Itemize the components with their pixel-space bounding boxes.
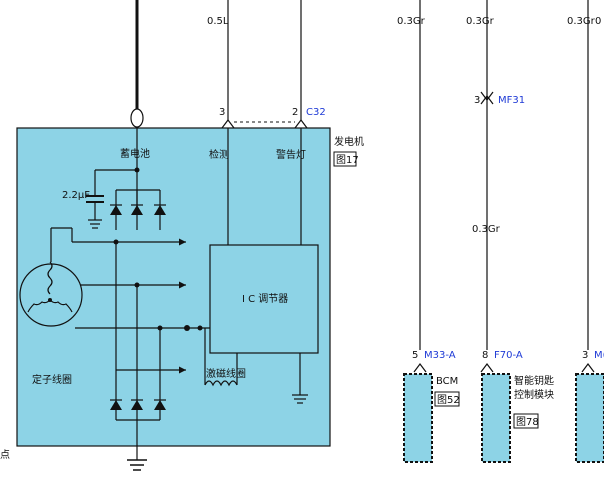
wire-label-bcm: 0.3Gr — [397, 16, 426, 27]
pin-2-chevron — [294, 119, 308, 129]
wire-label-05l: 0.5L — [207, 16, 229, 27]
capacitor-label: 2.2μF — [62, 190, 90, 201]
alternator-ref: 图17 — [336, 154, 359, 166]
connector-mf31: MF31 — [498, 95, 525, 106]
warn-lamp-label: 警告灯 — [276, 148, 306, 161]
stator-label: 定子线圈 — [32, 373, 72, 386]
stator-coil-2 — [27, 299, 51, 313]
bcm-name: BCM — [436, 376, 458, 387]
diode-bot-2 — [131, 400, 143, 410]
smart-name-2: 控制模块 — [514, 388, 554, 401]
smart-name-1: 智能钥匙 — [514, 374, 554, 387]
battery-label: 蓄电池 — [120, 147, 150, 160]
bcm-module — [403, 373, 433, 463]
connector-m33a: M33-A — [424, 350, 456, 361]
third-chevron — [581, 363, 595, 373]
output-junction — [184, 325, 190, 331]
smart-ref-box — [513, 413, 539, 429]
connector-c32: C32 — [306, 107, 326, 118]
bcm-chevron — [413, 363, 427, 373]
ic-regulator-label: I C 调节器 — [242, 293, 288, 305]
smart-key-module — [481, 373, 511, 463]
bcm-ref-box — [434, 391, 460, 407]
diode-bot-1 — [110, 400, 122, 410]
wire-label-mid: 0.3Gr — [472, 224, 501, 235]
third-module — [575, 373, 604, 463]
wire-label-partial: 0 — [595, 16, 601, 27]
connector-f70a: F70-A — [494, 350, 523, 361]
stator-coil-1 — [47, 261, 53, 295]
detect-label: 检测 — [209, 148, 229, 161]
smart-chevron — [480, 363, 494, 373]
diode-top-1 — [110, 205, 122, 215]
diode-top-2 — [131, 205, 143, 215]
pin-3-chevron — [221, 119, 235, 129]
pin-mf: 3 — [474, 95, 480, 106]
connector-third: M( — [594, 350, 604, 361]
diode-bot-3 — [154, 400, 166, 410]
ic-regulator-box — [209, 244, 319, 354]
mf31-chevron-top — [480, 95, 494, 105]
bcm-ref: 图52 — [437, 394, 460, 406]
pin-bcm: 5 — [412, 350, 418, 361]
wire-label-smart: 0.3Gr — [466, 16, 495, 27]
stator-coil-3 — [49, 299, 73, 313]
alternator-title: 发电机 — [334, 135, 364, 148]
pin-detect: 3 — [219, 107, 225, 118]
pin-warn: 2 — [292, 107, 298, 118]
diode-top-3 — [154, 205, 166, 215]
mf31-chevron-bot — [480, 91, 494, 101]
field-coil — [204, 380, 238, 387]
field-coil-label: 激磁线圈 — [206, 367, 246, 380]
pin-smart: 8 — [482, 350, 488, 361]
smart-ref: 图78 — [516, 416, 539, 428]
fusible-link — [130, 108, 144, 128]
wire-label-third: 0.3Gr — [567, 16, 596, 27]
edge-char: 点 — [0, 449, 10, 461]
alternator-ref-box — [333, 151, 357, 167]
pin-third: 3 — [582, 350, 588, 361]
